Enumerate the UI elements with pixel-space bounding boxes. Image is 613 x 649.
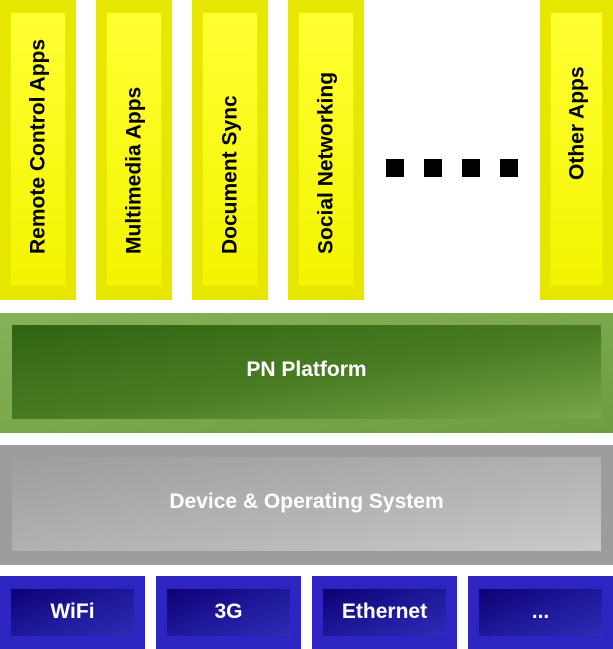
network-box-inner bbox=[323, 589, 446, 636]
app-block-inner: Remote Control Apps bbox=[10, 12, 66, 286]
ellipsis-square bbox=[424, 159, 442, 177]
app-label: Remote Control Apps bbox=[26, 38, 50, 254]
ellipsis-square bbox=[386, 159, 404, 177]
ellipsis-square bbox=[500, 159, 518, 177]
ellipsis-square bbox=[462, 159, 480, 177]
network-label: 3G bbox=[214, 600, 243, 623]
network-label: Ethernet bbox=[341, 600, 428, 623]
app-block-inner: Social Networking bbox=[298, 12, 354, 286]
device-os-inner bbox=[12, 457, 601, 551]
app-block-inner: Multimedia Apps bbox=[106, 12, 162, 286]
pn-platform-label: PN Platform bbox=[246, 358, 367, 381]
network-box-inner bbox=[479, 589, 602, 636]
app-block-social-networking: Social Networking bbox=[288, 0, 364, 300]
network-box-inner bbox=[11, 589, 134, 636]
device-os-label: Device & Operating System bbox=[169, 490, 444, 513]
app-block-document-sync: Document Sync bbox=[192, 0, 268, 300]
app-block-remote-control: Remote Control Apps bbox=[0, 0, 76, 300]
app-label: Social Networking bbox=[314, 71, 338, 254]
network-box-wifi: WiFi bbox=[0, 576, 145, 649]
pn-platform-layer bbox=[0, 313, 613, 433]
network-box-ethernet: Ethernet bbox=[312, 576, 457, 649]
device-os-layer bbox=[0, 445, 613, 565]
network-label: ... bbox=[531, 600, 550, 623]
network-label: WiFi bbox=[50, 600, 95, 623]
app-block-multimedia: Multimedia Apps bbox=[96, 0, 172, 300]
app-block-inner: Other Apps bbox=[550, 12, 603, 286]
app-label: Document Sync bbox=[218, 95, 242, 254]
network-box-3g: 3G bbox=[156, 576, 301, 649]
network-box-inner bbox=[167, 589, 290, 636]
network-box-more: ... bbox=[468, 576, 613, 649]
app-label: Other Apps bbox=[565, 66, 588, 180]
pn-platform-inner bbox=[12, 325, 601, 419]
app-block-inner: Document Sync bbox=[202, 12, 258, 286]
app-block-other: Other Apps bbox=[540, 0, 613, 300]
app-label: Multimedia Apps bbox=[122, 86, 146, 254]
